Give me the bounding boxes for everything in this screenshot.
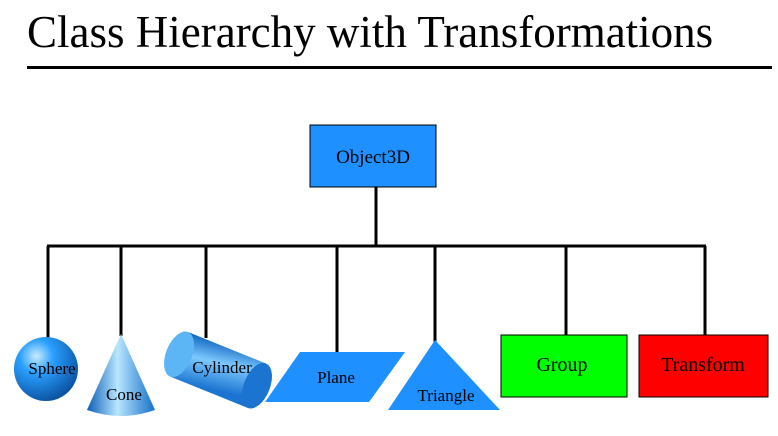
- slide-title: Class Hierarchy with Transformations: [27, 7, 714, 57]
- node-plane-label: Plane: [317, 368, 355, 387]
- cone-icon: [87, 334, 155, 416]
- node-transform: Transform: [638, 334, 769, 398]
- node-transform-label: Transform: [661, 354, 745, 376]
- node-plane: Plane: [265, 352, 405, 402]
- node-object3d-box: [309, 124, 437, 188]
- node-triangle: Triangle: [388, 340, 500, 410]
- node-object3d-label: Object3D: [336, 147, 410, 168]
- hierarchy-connectors: [46, 187, 707, 352]
- node-object3d: Object3D: [309, 124, 437, 188]
- node-sphere: Sphere: [14, 337, 78, 401]
- node-cylinder-label: Cylinder: [192, 358, 252, 377]
- sphere-icon: [14, 337, 78, 401]
- node-group-box: [500, 334, 628, 398]
- node-group: Group: [500, 334, 628, 398]
- cylinder-icon: [164, 331, 272, 409]
- parallelogram-icon: [265, 352, 405, 402]
- node-cone: Cone: [87, 334, 155, 416]
- node-transform-box: [638, 334, 769, 398]
- node-cylinder: Cylinder: [164, 331, 272, 409]
- triangle-icon: [388, 340, 500, 410]
- node-triangle-label: Triangle: [418, 386, 475, 405]
- node-sphere-label: Sphere: [28, 359, 75, 378]
- node-cone-label: Cone: [106, 385, 142, 404]
- title-underline: [27, 66, 772, 69]
- node-group-label: Group: [536, 354, 587, 376]
